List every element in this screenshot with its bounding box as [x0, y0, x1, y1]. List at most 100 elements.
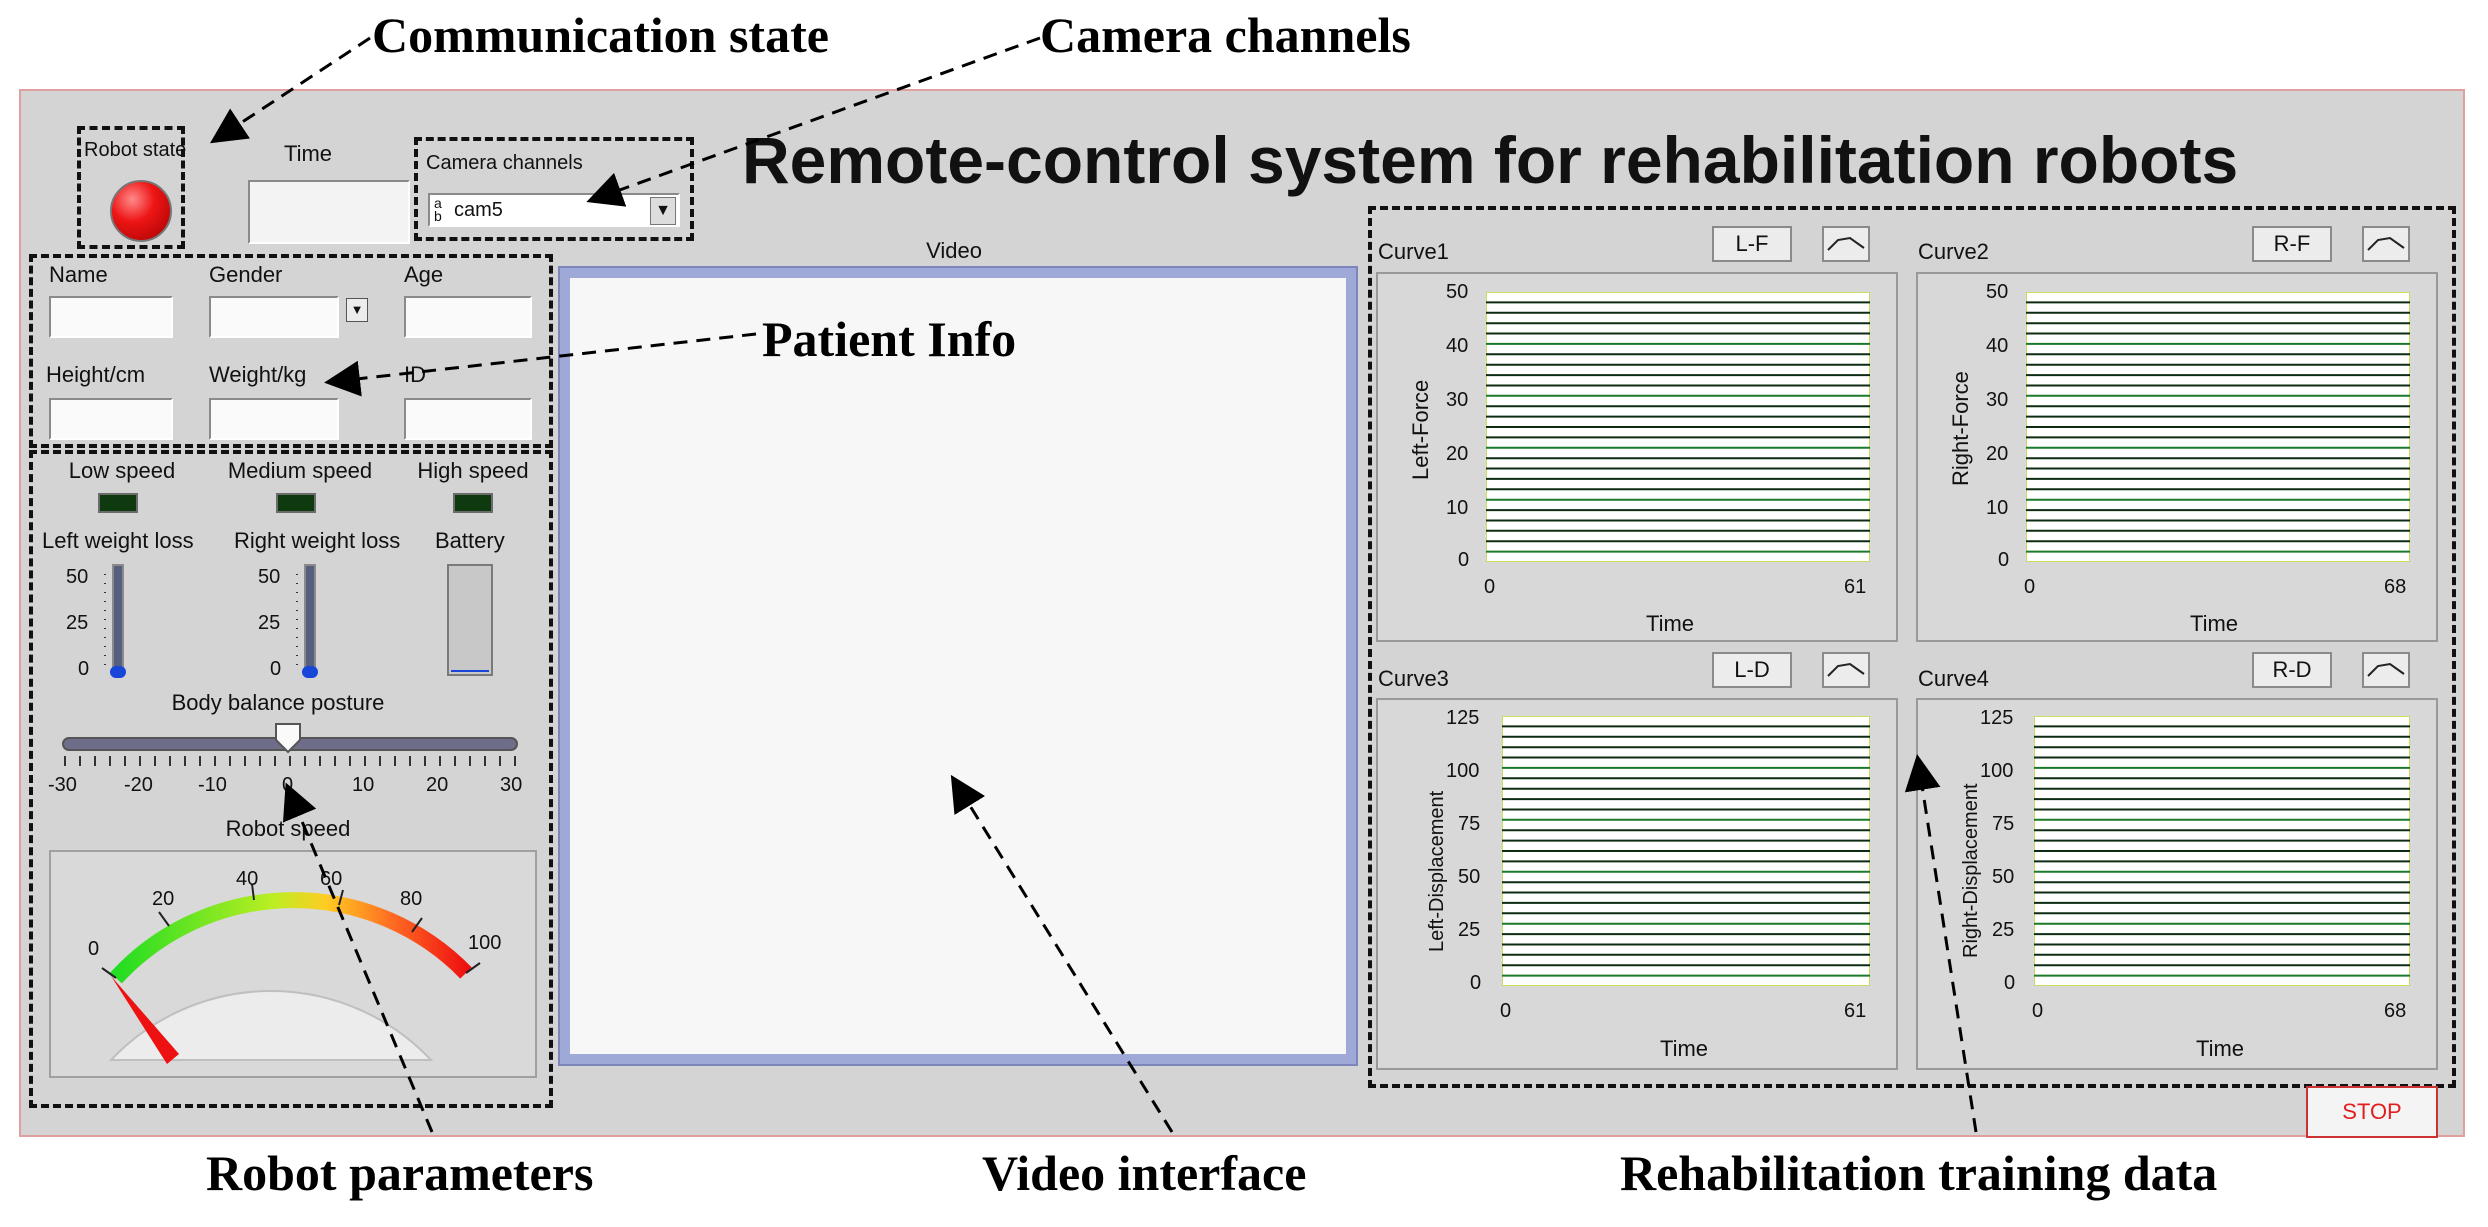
curve1-grid [1486, 301, 1870, 553]
battery-indicator [447, 564, 493, 676]
curve2-xtick-start: 0 [2024, 576, 2036, 598]
curve4-ytick-100: 100 [1980, 760, 2014, 782]
balance-tick-n20: -20 [124, 774, 153, 796]
line-style-icon [1827, 236, 1865, 251]
curve3-ytick-100: 100 [1446, 760, 1480, 782]
battery-label: Battery [435, 528, 505, 553]
balance-label: Body balance posture [171, 690, 385, 715]
annotation-rehab-training-data: Rehabilitation training data [1620, 1145, 2218, 1201]
curve3-xtick-end: 61 [1844, 1000, 1867, 1022]
low-speed-led [98, 493, 138, 513]
video-frame [558, 266, 1358, 1066]
speed-tick-100: 100 [468, 932, 502, 954]
curve4-ytick-50: 50 [1992, 866, 2015, 888]
arrow-communication-state [209, 36, 371, 144]
robot-parameters-highlight [29, 450, 553, 1108]
camera-channels-label: Camera channels [426, 152, 583, 174]
video-label: Video [926, 238, 982, 263]
curve3-ytick-125: 125 [1446, 707, 1480, 729]
curve3-ytick-0: 0 [1470, 972, 1482, 994]
speed-tick-0: 0 [88, 938, 100, 960]
curve2-xtick-end: 68 [2384, 576, 2407, 598]
time-label: Time [283, 141, 333, 166]
high-speed-led [453, 493, 493, 513]
balance-slider-thumb[interactable] [274, 722, 302, 754]
annotation-camera-channels: Camera channels [1040, 7, 1411, 63]
stop-button[interactable]: STOP [2306, 1086, 2438, 1138]
curve4-grid [2034, 725, 2410, 977]
right-tank-scale [296, 574, 298, 670]
arrow-patient-info [324, 332, 757, 397]
curve2-plot-area [2026, 292, 2410, 562]
balance-tick-n30: -30 [48, 774, 77, 796]
line-style-icon [1827, 662, 1865, 677]
curve2-button[interactable]: R-F [2252, 226, 2332, 262]
window-title: Remote-control system for rehabilitation… [742, 123, 2239, 197]
curve1-ytick-50: 50 [1446, 281, 1469, 303]
curve1-ytick-20: 20 [1446, 443, 1469, 465]
curve4-title: Curve4 [1918, 666, 1989, 691]
gender-dropdown-icon[interactable]: ▼ [346, 298, 368, 322]
chevron-down-icon[interactable]: ▼ [650, 197, 676, 225]
speed-tick-40: 40 [236, 868, 259, 890]
medium-speed-led [276, 493, 316, 513]
right-tank-tick-0: 0 [270, 658, 282, 680]
left-tank-bulb [110, 666, 126, 678]
curve3-plot-legend[interactable] [1822, 652, 1870, 688]
curve1-ytick-10: 10 [1446, 497, 1469, 519]
id-field[interactable] [404, 398, 532, 440]
curve3-button[interactable]: L-D [1712, 652, 1792, 688]
weight-field[interactable] [209, 398, 339, 440]
curve2-grid [2026, 301, 2410, 553]
line-style-icon [2367, 662, 2405, 677]
curve2-title: Curve2 [1918, 239, 1989, 264]
curve1-button[interactable]: L-F [1712, 226, 1792, 262]
left-tank-tick-0: 0 [78, 658, 90, 680]
left-weight-loss-label: Left weight loss [42, 528, 194, 553]
curve1-plot-legend[interactable] [1822, 226, 1870, 262]
curve3-plot-area [1502, 716, 1870, 986]
left-tank-tick-25: 25 [66, 612, 89, 634]
curve1-ytick-0: 0 [1458, 549, 1470, 571]
curve3-xtick-start: 0 [1500, 1000, 1512, 1022]
gender-field[interactable] [209, 296, 339, 338]
curve1-plot-area [1486, 292, 1870, 562]
id-label: ID [404, 362, 426, 387]
name-field[interactable] [49, 296, 173, 338]
training-data-highlight [1368, 206, 2456, 1088]
age-field[interactable] [404, 296, 532, 338]
curve1-ytick-30: 30 [1446, 389, 1469, 411]
curve3-ytick-75: 75 [1458, 813, 1481, 835]
right-tank-bulb [302, 666, 318, 678]
curve2-plot-legend[interactable] [2362, 226, 2410, 262]
speed-tick-60: 60 [320, 868, 343, 890]
left-tank-scale [104, 574, 106, 670]
curve4-ytick-25: 25 [1992, 919, 2015, 941]
height-field[interactable] [49, 398, 173, 440]
height-label: Height/cm [46, 362, 146, 387]
robot-state-label: Robot state [84, 139, 187, 161]
name-label: Name [49, 262, 108, 287]
balance-tick-10: 10 [352, 774, 375, 796]
curve4-ytick-125: 125 [1980, 707, 2014, 729]
curve2-ytick-40: 40 [1986, 335, 2009, 357]
curve4-xlabel: Time [2195, 1036, 2245, 1061]
annotation-patient-info: Patient Info [762, 311, 1017, 367]
balance-tick-n10: -10 [198, 774, 227, 796]
curve3-xlabel: Time [1659, 1036, 1709, 1061]
curve2-ytick-0: 0 [1998, 549, 2010, 571]
age-label: Age [404, 262, 444, 287]
curve4-button[interactable]: R-D [2252, 652, 2332, 688]
arrow-training-data [1904, 754, 1978, 1133]
curve4-ytick-75: 75 [1992, 813, 2015, 835]
curve3-ytick-25: 25 [1458, 919, 1481, 941]
weight-label: Weight/kg [209, 362, 307, 387]
gender-label: Gender [209, 262, 283, 287]
curve4-plot-area [2034, 716, 2410, 986]
curve1-ytick-40: 40 [1446, 335, 1469, 357]
balance-slider-ticks [64, 756, 516, 766]
curve4-plot-legend[interactable] [2362, 652, 2410, 688]
